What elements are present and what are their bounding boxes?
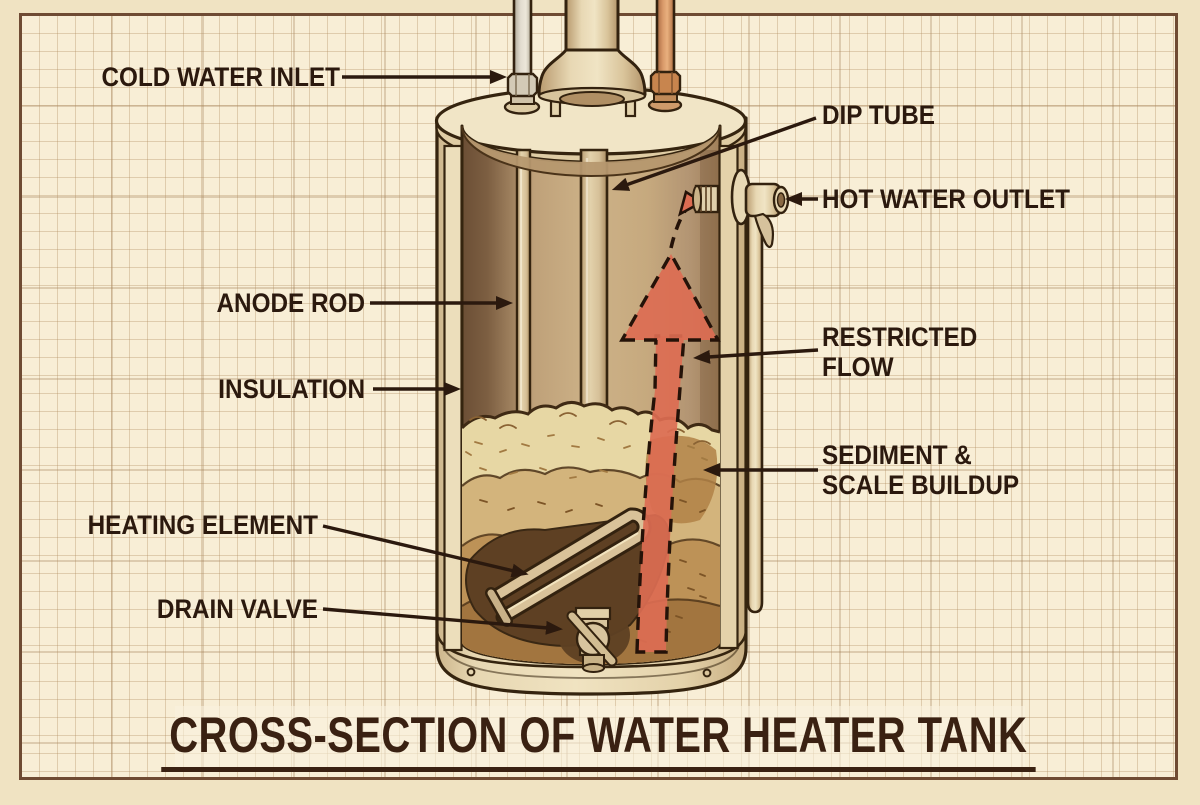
- relief-pipe: [746, 212, 764, 614]
- label-drain-valve: DRAIN VALVE: [156, 594, 318, 624]
- hot-water-outlet-valve: [692, 168, 790, 614]
- leader-arrows: [322, 70, 819, 635]
- cold-inlet-pipe: [503, 0, 541, 115]
- title-band: [175, 706, 1025, 770]
- flue-draft-hood: [537, 0, 647, 118]
- flow-arrow: [619, 189, 721, 654]
- label-cold-water-inlet: COLD WATER INLET: [101, 62, 340, 92]
- label-insulation: INSULATION: [218, 374, 365, 404]
- drain-valve: [566, 606, 618, 673]
- insulation-walls: [443, 144, 739, 652]
- label-heating-element: HEATING ELEMENT: [87, 510, 318, 540]
- dip-tube: [579, 148, 609, 440]
- copper-outlet-pipe: [647, 0, 683, 113]
- interior-ceiling: [461, 125, 721, 177]
- page-title: CROSS-SECTION OF WATER HEATER TANK: [161, 710, 1036, 772]
- label-restricted-flow: RESTRICTED FLOW: [822, 322, 978, 382]
- label-hot-water-outlet: HOT WATER OUTLET: [822, 184, 1070, 214]
- label-anode-rod: ANODE ROD: [216, 288, 365, 318]
- label-dip-tube: DIP TUBE: [822, 100, 935, 130]
- label-sediment-scale: SEDIMENT & SCALE BUILDUP: [822, 440, 1020, 500]
- title-row: CROSS-SECTION OF WATER HEATER TANK: [19, 710, 1178, 772]
- anode-rod: [515, 148, 532, 426]
